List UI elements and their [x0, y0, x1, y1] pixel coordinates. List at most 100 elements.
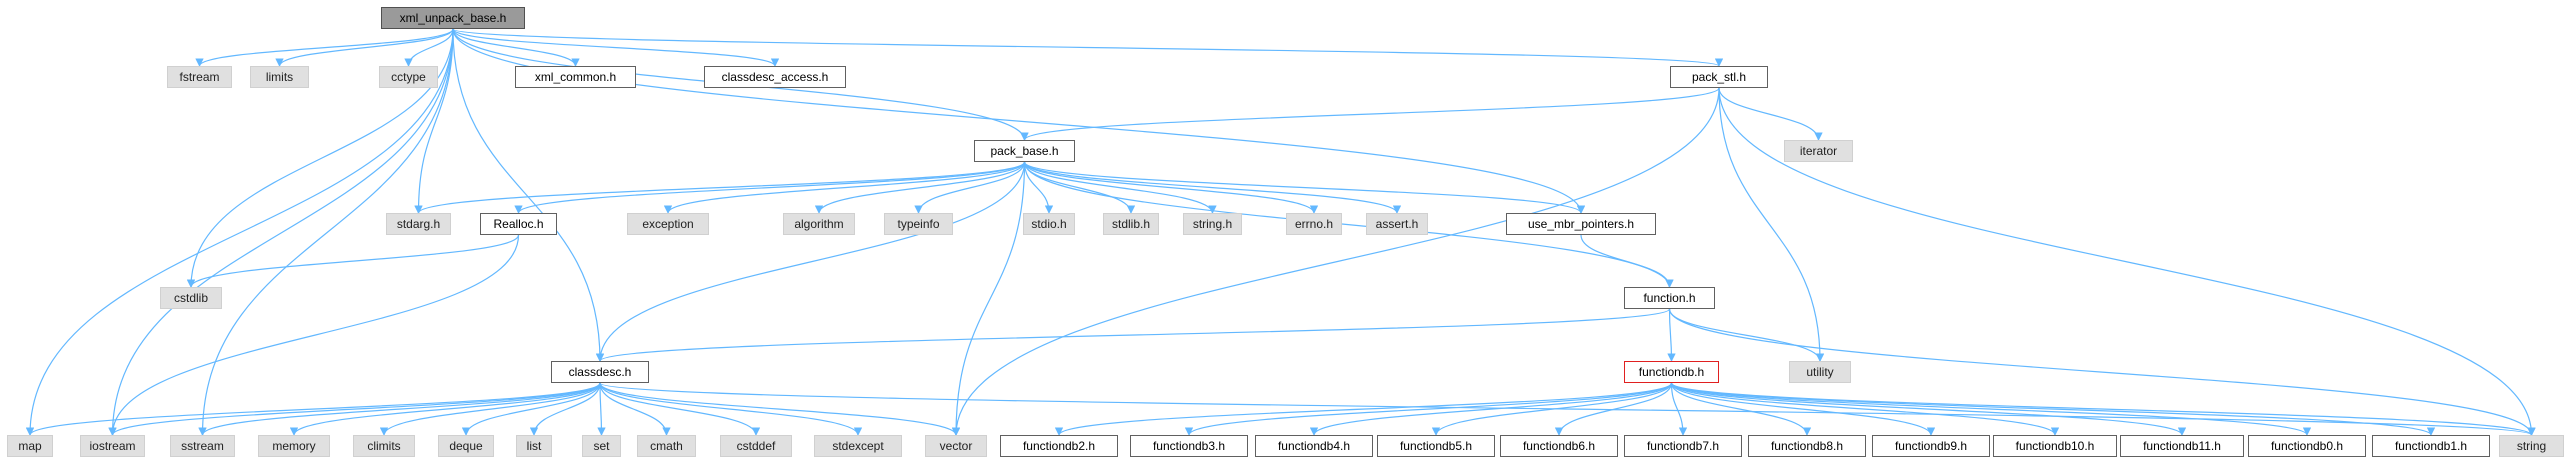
node-functiondb10[interactable]: functiondb10.h — [1993, 435, 2117, 457]
edge-functiondb-fdb3 — [1184, 382, 1673, 436]
node-function[interactable]: function.h — [1624, 287, 1715, 309]
edge-pack_stl-string — [1718, 87, 2536, 436]
node-vector: vector — [925, 435, 987, 457]
edge-pack_base-string_h — [1023, 161, 1217, 214]
node-exception: exception — [627, 213, 709, 235]
node-functiondb3[interactable]: functiondb3.h — [1130, 435, 1248, 457]
edge-functiondb-fdb8 — [1670, 382, 1812, 436]
edge-classdesc-iostream — [108, 382, 601, 436]
edge-classdesc-list — [529, 382, 601, 436]
edge-xml_unpack_base-map — [25, 28, 454, 436]
node-classdesc[interactable]: classdesc.h — [551, 361, 649, 383]
node-stdarg: stdarg.h — [386, 213, 451, 235]
edge-use_mbr-function — [1580, 234, 1674, 288]
node-list: list — [516, 435, 552, 457]
edge-function-classdesc — [596, 308, 1671, 362]
edge-pack_base-use_mbr — [1023, 161, 1586, 214]
node-cctype: cctype — [379, 66, 438, 88]
edge-xml_unpack_base-use_mbr — [452, 28, 1586, 214]
edge-xml_unpack_base-pack_stl — [452, 28, 1723, 67]
edge-functiondb-fdb9 — [1670, 382, 1936, 436]
node-functiondb[interactable]: functiondb.h — [1624, 361, 1719, 383]
edge-functiondb-fdb10 — [1670, 382, 2060, 436]
node-functiondb4[interactable]: functiondb4.h — [1255, 435, 1373, 457]
node-xml-common[interactable]: xml_common.h — [515, 66, 636, 88]
node-sstream: sstream — [170, 435, 235, 457]
edge-pack_base-classdesc — [595, 161, 1026, 362]
node-pack-base[interactable]: pack_base.h — [974, 140, 1075, 162]
edge-pack_stl-vector — [951, 87, 1720, 436]
node-functiondb5[interactable]: functiondb5.h — [1377, 435, 1495, 457]
node-pack-stl[interactable]: pack_stl.h — [1670, 66, 1768, 88]
edge-functiondb-string — [1670, 382, 2536, 436]
node-errno: errno.h — [1286, 213, 1342, 235]
edge-function-functiondb — [1667, 308, 1676, 362]
edge-function-utility — [1668, 308, 1825, 362]
edge-xml_unpack_base-classdesc — [452, 28, 605, 362]
edge-classdesc-memory — [289, 382, 601, 436]
edge-classdesc-deque — [461, 382, 601, 436]
node-functiondb0[interactable]: functiondb0.h — [2248, 435, 2366, 457]
edge-xml_unpack_base-fstream — [195, 28, 454, 67]
edge-pack_base-algorithm — [814, 161, 1026, 214]
node-algorithm: algorithm — [783, 213, 855, 235]
node-deque: deque — [438, 435, 494, 457]
node-classdesc-access[interactable]: classdesc_access.h — [704, 66, 846, 88]
node-memory: memory — [258, 435, 330, 457]
node-set: set — [582, 435, 621, 457]
node-iterator: iterator — [1784, 140, 1853, 162]
edge-pack_base-realloc — [514, 161, 1026, 214]
node-limits: limits — [250, 66, 309, 88]
edge-xml_unpack_base-stdarg — [414, 28, 454, 214]
node-cstdlib: cstdlib — [160, 287, 222, 309]
edge-realloc-iostream — [108, 234, 520, 436]
node-iostream: iostream — [80, 435, 145, 457]
edge-pack_stl-pack_base — [1020, 87, 1720, 141]
edge-realloc-cstdlib — [186, 234, 520, 288]
edge-classdesc-vector — [599, 382, 961, 436]
node-string: string — [2499, 435, 2564, 457]
node-typeinfo: typeinfo — [884, 213, 953, 235]
node-stdlib: stdlib.h — [1103, 213, 1159, 235]
edge-functiondb-fdb5 — [1431, 382, 1673, 436]
edge-pack_stl-utility — [1718, 87, 1825, 362]
edge-functiondb-fdb2 — [1054, 382, 1673, 436]
node-functiondb6[interactable]: functiondb6.h — [1500, 435, 1618, 457]
edge-xml_unpack_base-sstream — [198, 28, 454, 436]
edge-pack_base-stdarg — [414, 161, 1026, 214]
node-realloc[interactable]: Realloc.h — [480, 213, 557, 235]
node-functiondb7[interactable]: functiondb7.h — [1624, 435, 1742, 457]
edge-xml_unpack_base-cctype — [404, 28, 454, 67]
node-cmath: cmath — [637, 435, 696, 457]
node-functiondb1[interactable]: functiondb1.h — [2372, 435, 2490, 457]
node-climits: climits — [353, 435, 415, 457]
node-stdexcept: stdexcept — [814, 435, 902, 457]
edge-xml_unpack_base-limits — [275, 28, 454, 67]
node-map: map — [7, 435, 53, 457]
node-string-h: string.h — [1183, 213, 1242, 235]
node-functiondb8[interactable]: functiondb8.h — [1748, 435, 1866, 457]
edge-function-string — [1668, 308, 2536, 436]
edge-classdesc-map — [25, 382, 601, 436]
node-functiondb9[interactable]: functiondb9.h — [1872, 435, 1990, 457]
node-functiondb11[interactable]: functiondb11.h — [2120, 435, 2244, 457]
edge-functiondb-fdb1 — [1670, 382, 2435, 436]
node-assert: assert.h — [1366, 213, 1428, 235]
edge-classdesc-set — [597, 382, 606, 436]
edge-functiondb-fdb7 — [1670, 382, 1688, 436]
node-xml-unpack-base[interactable]: xml_unpack_base.h — [381, 7, 525, 29]
edge-classdesc-string — [599, 382, 2536, 436]
node-functiondb2[interactable]: functiondb2.h — [1000, 435, 1118, 457]
node-use-mbr-pointers[interactable]: use_mbr_pointers.h — [1506, 213, 1656, 235]
edge-xml_unpack_base-xml_common — [452, 28, 580, 67]
edge-classdesc-stdexcept — [599, 382, 863, 436]
edge-functiondb-fdb4 — [1309, 382, 1673, 436]
edge-xml_unpack_base-classdesc_access — [452, 28, 780, 67]
node-cstddef: cstddef — [720, 435, 792, 457]
node-fstream: fstream — [167, 66, 232, 88]
edge-functiondb-fdb6 — [1554, 382, 1673, 436]
edge-classdesc-climits — [379, 382, 601, 436]
node-utility: utility — [1789, 361, 1851, 383]
edge-classdesc-cstddef — [599, 382, 761, 436]
